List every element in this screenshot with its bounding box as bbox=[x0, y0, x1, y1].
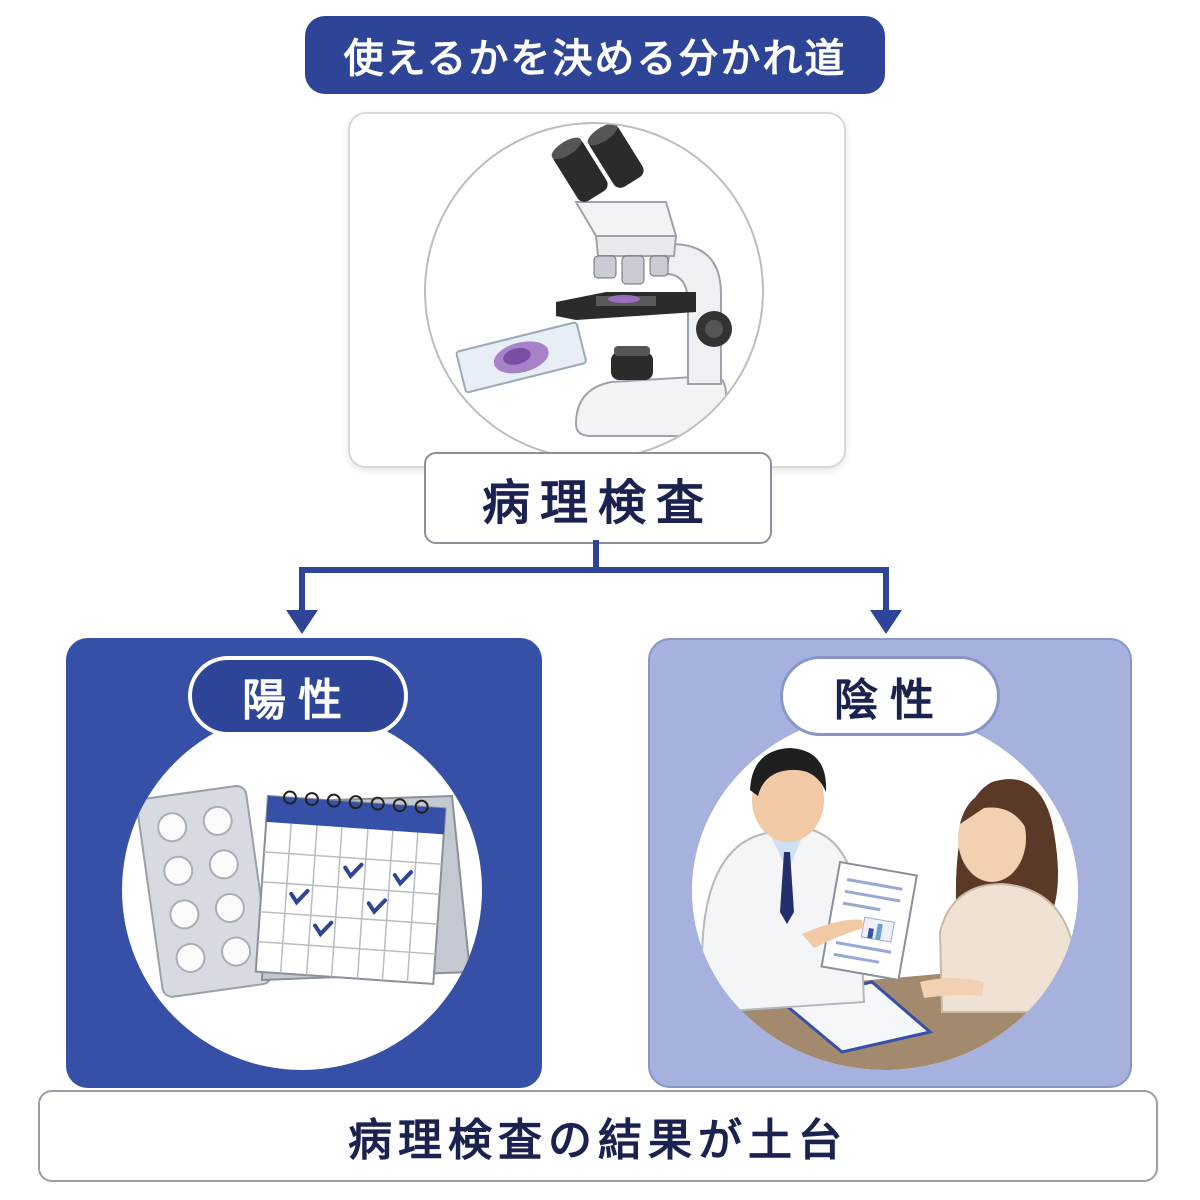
footer-caption: 病理検査の結果が土台 bbox=[38, 1090, 1158, 1182]
positive-badge: 陽性 bbox=[188, 656, 408, 736]
arrow-left-icon bbox=[286, 610, 318, 634]
positive-circle bbox=[122, 710, 482, 1070]
negative-badge: 陰性 bbox=[780, 656, 1000, 736]
doctor-consultation-icon bbox=[692, 712, 1078, 1070]
branch-connector bbox=[286, 540, 902, 634]
arrow-right-icon bbox=[870, 610, 902, 634]
medication-calendar-icon bbox=[136, 784, 472, 998]
diagram-title: 使えるかを決める分かれ道 bbox=[305, 16, 885, 94]
pathology-test-label: 病理検査 bbox=[424, 452, 772, 544]
negative-circle bbox=[692, 712, 1078, 1070]
microscope-circle bbox=[424, 122, 764, 460]
microscope-icon bbox=[455, 124, 732, 437]
